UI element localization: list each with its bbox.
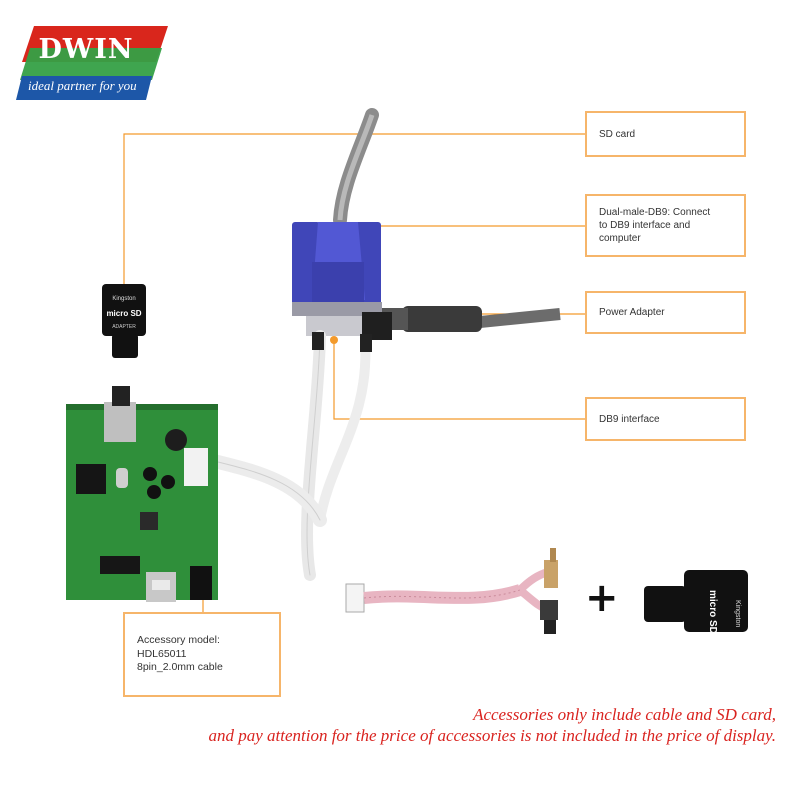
callout-power-adapter: Power Adapter: [585, 291, 746, 334]
pcb-board: [66, 386, 218, 602]
logo-tagline: ideal partner for you: [28, 78, 137, 93]
sd-card-large: Kingston micro SD: [644, 570, 748, 634]
plus-sign: +: [585, 575, 619, 621]
power-adapter-plug: [362, 306, 561, 340]
sd-large-brand: Kingston: [734, 600, 741, 627]
db9-male-connector: [292, 222, 382, 336]
callout-sd-card-text: SD card: [599, 128, 636, 140]
callout-dual-male-db9: Dual-male-DB9: Connect to DB9 interface …: [585, 194, 746, 257]
callout-sd-card: SD card: [585, 111, 746, 157]
callout-db9-interface-text: DB9 interface: [599, 413, 660, 425]
callout-accessory-model: Accessory model: HDL65011 8pin_2.0mm cab…: [123, 612, 281, 697]
sd-large-model: micro SD: [707, 590, 718, 634]
sd-small-brand: Kingston: [112, 296, 135, 302]
note-line-1: Accessories only include cable and SD ca…: [473, 705, 776, 724]
logo-brand: DWIN: [38, 34, 134, 65]
white-ribbon-wires: [203, 330, 372, 581]
callout-power-adapter-text: Power Adapter: [599, 307, 665, 318]
sd-small-model: micro SD: [106, 309, 141, 318]
dwin-logo: DWIN ideal partner for you: [22, 26, 168, 100]
callout-db9-interface: DB9 interface: [585, 397, 746, 441]
accessory-notes: Accessories only include cable and SD ca…: [76, 704, 776, 746]
callout-dual-db9-line2: to DB9 interface and computer: [599, 220, 691, 244]
callout-accessory-line1: Accessory model: HDL65011: [137, 634, 220, 660]
sd-small-label: ADAPTER: [112, 324, 136, 330]
logo-background: [16, 26, 168, 100]
accessory-ribbon-cable: [345, 548, 558, 634]
callout-accessory-line2: 8pin_2.0mm cable: [137, 661, 223, 674]
leader-db9-interface: [333, 340, 585, 420]
sd-card-small: Kingston micro SD ADAPTER: [102, 284, 146, 358]
note-line-2: and pay attention for the price of acces…: [208, 726, 776, 745]
leader-sd-card: [123, 133, 585, 290]
leader-dot-db9i: [330, 336, 338, 344]
callout-dual-db9-line1: Dual-male-DB9: Connect: [599, 207, 711, 218]
